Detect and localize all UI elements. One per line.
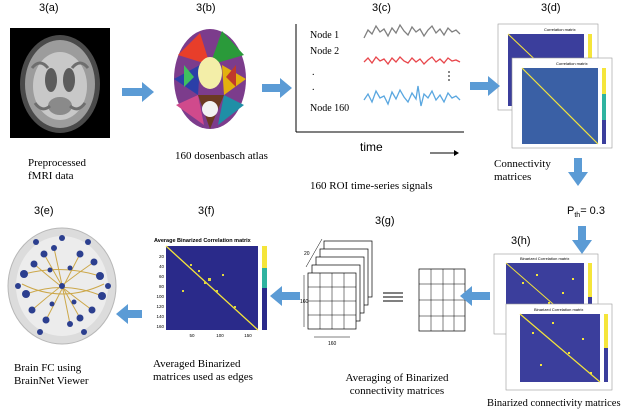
arrow-g-to-f-icon <box>270 286 300 306</box>
matrix-front: Correlation matrix <box>511 57 613 149</box>
avg-tick-100: 100 <box>156 294 164 299</box>
equals-icon <box>383 292 403 302</box>
stacked-matrices-diagram: 160 160 20 <box>300 238 373 347</box>
stack-dim-x: 160 <box>328 341 337 347</box>
node-label-160: Node 160 <box>310 103 350 114</box>
caption-d-line2: matrices <box>494 171 532 183</box>
avg-tick-20: 20 <box>159 254 165 259</box>
panel-label-g: 3(g) <box>375 215 395 227</box>
binarized-matrices: Binarized Correlation matrix Binarized C… <box>493 253 613 391</box>
matrix-back-title: Correlation matrix <box>544 27 576 32</box>
caption-a: Preprocessed fMRI data <box>28 157 86 183</box>
time-arrow-icon <box>430 150 459 156</box>
avg-xtick-150: 150 <box>244 333 252 338</box>
caption-d: Connectivity matrices <box>494 158 551 184</box>
arrow-threshold-to-h-icon <box>572 226 592 254</box>
avg-tick-140: 140 <box>156 314 164 319</box>
avg-matrix-title: Average Binarized Correlation matrix <box>154 238 252 244</box>
caption-h: Binarized connectivity matrices <box>487 398 621 409</box>
avg-tick-80: 80 <box>159 284 165 289</box>
avg-tick-40: 40 <box>159 264 165 269</box>
binarized-back-title: Binarized Correlation matrix <box>520 256 569 261</box>
time-axis-label: time <box>360 140 383 154</box>
brain-network-image <box>7 227 117 345</box>
caption-f: Averaged Binarized matrices used as edge… <box>153 358 253 384</box>
arrow-f-to-e-icon <box>116 304 142 324</box>
panel-label-e: 3(e) <box>34 205 54 217</box>
caption-f-line2: matrices used as edges <box>153 371 253 383</box>
panel-label-c: 3(c) <box>372 2 391 14</box>
caption-a-line1: Preprocessed <box>28 157 87 169</box>
threshold-value: = 0.3 <box>580 205 605 217</box>
mri-slice-image <box>10 28 110 138</box>
arrow-h-to-g-icon <box>460 286 490 306</box>
caption-f-line1: Averaged Binarized <box>153 358 241 370</box>
panel-label-d: 3(d) <box>541 2 561 14</box>
binarized-front-title: Binarized Correlation matrix <box>534 307 583 312</box>
caption-e-line2: BrainNet Viewer <box>14 375 89 387</box>
threshold-label: Pth= 0.3 <box>567 205 605 219</box>
node-label-1: Node 1 <box>310 30 340 41</box>
panel-label-b: 3(b) <box>196 2 216 14</box>
node-dot-1: . <box>312 67 315 78</box>
caption-g: Averaging of Binarized connectivity matr… <box>332 372 462 398</box>
signal-node-160 <box>363 85 461 107</box>
connectivity-matrices: Correlation matrix Correlation matrix <box>497 23 613 149</box>
threshold-prefix: P <box>567 205 575 217</box>
panel-label-h: 3(h) <box>511 235 531 247</box>
averaged-matrix-grid <box>418 268 466 332</box>
avg-tick-120: 120 <box>156 304 164 309</box>
panel-label-f: 3(f) <box>198 205 215 217</box>
atlas-brain-image <box>174 29 246 129</box>
signal-node-2 <box>363 55 461 66</box>
arrow-b-to-c-icon <box>262 78 292 98</box>
node-dot-2: . <box>312 82 315 93</box>
arrow-a-to-b-icon <box>122 82 154 102</box>
caption-a-line2: fMRI data <box>28 170 74 182</box>
stack-dim-y: 160 <box>300 299 309 305</box>
caption-b: 160 dosenbasch atlas <box>175 150 268 162</box>
threshold-sub: th <box>574 212 581 220</box>
caption-e: Brain FC using BrainNet Viewer <box>14 362 89 388</box>
caption-c: 160 ROI time-series signals <box>310 180 433 192</box>
caption-g-line1: Averaging of Binarized <box>345 372 449 384</box>
caption-g-line2: connectivity matrices <box>349 385 445 397</box>
avg-tick-160: 160 <box>156 324 164 329</box>
time-series-plot <box>295 23 464 133</box>
signal-node-1 <box>363 23 461 39</box>
panel-label-a: 3(a) <box>39 2 59 14</box>
stack-dim-z: 20 <box>304 251 310 257</box>
matrix-front-title: Correlation matrix <box>556 61 588 66</box>
average-binarized-matrix: Average Binarized Correlation matrix 20 … <box>146 230 276 342</box>
avg-xtick-100: 100 <box>216 333 224 338</box>
arrow-d-to-threshold-icon <box>568 158 588 186</box>
caption-e-line1: Brain FC using <box>14 362 82 374</box>
binarized-matrix-front: Binarized Correlation matrix <box>505 303 613 391</box>
caption-d-line1: Connectivity <box>494 158 551 170</box>
node-label-2: Node 2 <box>310 46 340 57</box>
avg-tick-60: 60 <box>159 274 165 279</box>
avg-xtick-50: 50 <box>189 333 195 338</box>
arrow-c-to-d-icon <box>470 76 500 96</box>
